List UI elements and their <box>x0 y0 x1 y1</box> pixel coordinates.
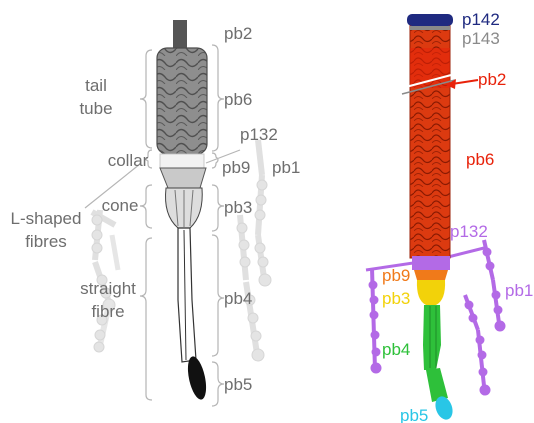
right-labels: p142 p143 pb2 pb6 p132 pb9 pb3 pb1 pb4 p… <box>382 10 533 423</box>
p143-band <box>410 26 450 30</box>
label-collar: collar <box>108 151 149 170</box>
pb3-cone <box>417 280 445 305</box>
label-tube: tube <box>79 99 112 118</box>
label-p132-right: p132 <box>450 222 488 241</box>
label-pb9-right: pb9 <box>382 266 410 285</box>
protein-p132-left: p132 <box>240 125 278 144</box>
protein-pb5-left: pb5 <box>224 375 252 394</box>
pb2-tip-gray <box>173 20 187 48</box>
label-pb4-right: pb4 <box>382 340 410 359</box>
p132-collar <box>412 256 450 270</box>
protein-pb3-left: pb3 <box>224 198 252 217</box>
left-panel: tail tube collar cone L-shaped fibres st… <box>11 20 301 406</box>
p142-cap <box>407 14 453 26</box>
pb4-fibre-lower <box>426 368 448 402</box>
protein-pb9-left: pb9 <box>222 158 250 177</box>
label-tail: tail <box>85 76 107 95</box>
label-cone: cone <box>102 196 139 215</box>
label-straight: straight <box>80 279 136 298</box>
label-lshaped: L-shaped <box>11 209 82 228</box>
pb2-band-red <box>410 48 450 88</box>
protein-pb6-left: pb6 <box>224 90 252 109</box>
pb6-tube-gray <box>157 48 207 154</box>
label-pb3-right: pb3 <box>382 289 410 308</box>
label-pb5-right: pb5 <box>400 406 428 423</box>
straight-fibre-gray <box>178 228 196 362</box>
label-pb6-right: pb6 <box>466 150 494 169</box>
protein-pb2-left: pb2 <box>224 24 252 43</box>
label-pb2-right: pb2 <box>478 70 506 89</box>
label-fibre: fibre <box>91 302 124 321</box>
pb4-fibre <box>423 305 441 370</box>
pb9-ring <box>414 270 448 280</box>
label-p142: p142 <box>462 10 500 29</box>
label-pb1-right: pb1 <box>505 281 533 300</box>
pb9-ring-gray <box>160 168 206 188</box>
protein-pb4-left: pb4 <box>224 289 252 308</box>
tail-tube-gray <box>157 20 209 401</box>
collar-gray <box>160 154 204 168</box>
label-p143: p143 <box>462 29 500 48</box>
protein-pb1-left: pb1 <box>272 158 300 177</box>
pb5-tip-black <box>185 355 210 401</box>
right-panel: p142 p143 pb2 pb6 p132 pb9 pb3 pb1 pb4 p… <box>366 10 533 423</box>
label-fibres: fibres <box>25 232 67 251</box>
